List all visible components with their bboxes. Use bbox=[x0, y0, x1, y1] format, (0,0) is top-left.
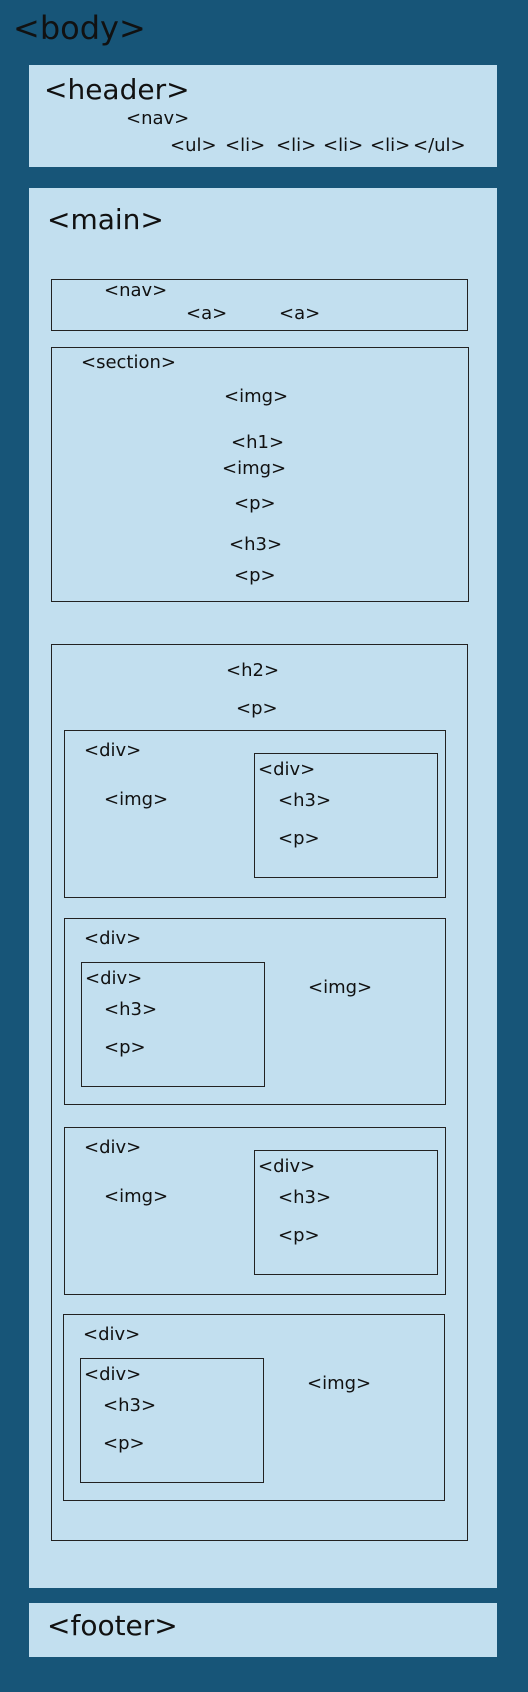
section-h3: <h3> bbox=[229, 534, 283, 555]
main-block: <main> <nav> <a> <a> <section> <img> <h1… bbox=[29, 188, 497, 1588]
card-3-h3: <h3> bbox=[278, 1187, 332, 1208]
card-4-inner-div-label: <div> bbox=[84, 1364, 142, 1385]
card-2-p: <p> bbox=[104, 1037, 146, 1058]
article-p: <p> bbox=[236, 698, 278, 719]
section-box: <section> <img> <h1> <img> <p> <h3> <p> bbox=[51, 347, 469, 602]
card-3-inner-div-label: <div> bbox=[258, 1156, 316, 1177]
card-4-img: <img> bbox=[307, 1373, 372, 1394]
article-h2: <h2> bbox=[226, 660, 280, 681]
card-3-div-label: <div> bbox=[84, 1137, 142, 1158]
card-2-inner-div: <div> <h3> <p> bbox=[81, 962, 265, 1087]
header-li-4: <li> bbox=[370, 135, 411, 156]
card-1-inner-div: <div> <h3> <p> bbox=[254, 753, 438, 878]
section-p-2: <p> bbox=[234, 565, 276, 586]
section-img-2: <img> bbox=[222, 458, 287, 479]
header-ul-open: <ul> bbox=[170, 135, 217, 156]
footer-label: <footer> bbox=[47, 1609, 178, 1642]
card-3-p: <p> bbox=[278, 1225, 320, 1246]
body-label: <body> bbox=[13, 9, 146, 47]
header-li-2: <li> bbox=[276, 135, 317, 156]
main-label: <main> bbox=[47, 203, 164, 236]
card-3-img: <img> bbox=[104, 1186, 169, 1207]
article-box: <h2> <p> <div> <img> <div> <h3> <p> <div… bbox=[51, 644, 468, 1541]
card-2: <div> <img> <div> <h3> <p> bbox=[64, 918, 446, 1105]
card-3: <div> <img> <div> <h3> <p> bbox=[64, 1127, 446, 1295]
card-1: <div> <img> <div> <h3> <p> bbox=[64, 730, 446, 898]
card-2-inner-div-label: <div> bbox=[85, 968, 143, 989]
header-label: <header> bbox=[44, 73, 190, 106]
footer-block: <footer> bbox=[29, 1603, 497, 1657]
section-label: <section> bbox=[81, 352, 176, 373]
main-nav-link-2: <a> bbox=[279, 303, 321, 324]
card-4: <div> <img> <div> <h3> <p> bbox=[63, 1314, 445, 1501]
header-li-1: <li> bbox=[225, 135, 266, 156]
card-1-h3: <h3> bbox=[278, 790, 332, 811]
main-nav-link-1: <a> bbox=[186, 303, 228, 324]
card-4-h3: <h3> bbox=[103, 1395, 157, 1416]
card-1-inner-div-label: <div> bbox=[258, 759, 316, 780]
section-p-1: <p> bbox=[234, 493, 276, 514]
header-li-3: <li> bbox=[323, 135, 364, 156]
main-nav-box: <nav> <a> <a> bbox=[51, 279, 468, 331]
card-2-img: <img> bbox=[308, 977, 373, 998]
main-nav-label: <nav> bbox=[104, 280, 168, 301]
section-img-1: <img> bbox=[224, 386, 289, 407]
card-3-inner-div: <div> <h3> <p> bbox=[254, 1150, 438, 1275]
section-h1: <h1> bbox=[231, 432, 285, 453]
card-4-inner-div: <div> <h3> <p> bbox=[80, 1358, 264, 1483]
header-nav-label: <nav> bbox=[126, 108, 190, 129]
card-2-div-label: <div> bbox=[84, 928, 142, 949]
card-2-h3: <h3> bbox=[104, 999, 158, 1020]
card-4-p: <p> bbox=[103, 1433, 145, 1454]
card-1-img: <img> bbox=[104, 789, 169, 810]
card-1-p: <p> bbox=[278, 828, 320, 849]
card-4-div-label: <div> bbox=[83, 1324, 141, 1345]
header-block: <header> <nav> <ul> <li> <li> <li> <li> … bbox=[29, 65, 497, 167]
header-ul-close: </ul> bbox=[413, 135, 466, 156]
card-1-div-label: <div> bbox=[84, 740, 142, 761]
